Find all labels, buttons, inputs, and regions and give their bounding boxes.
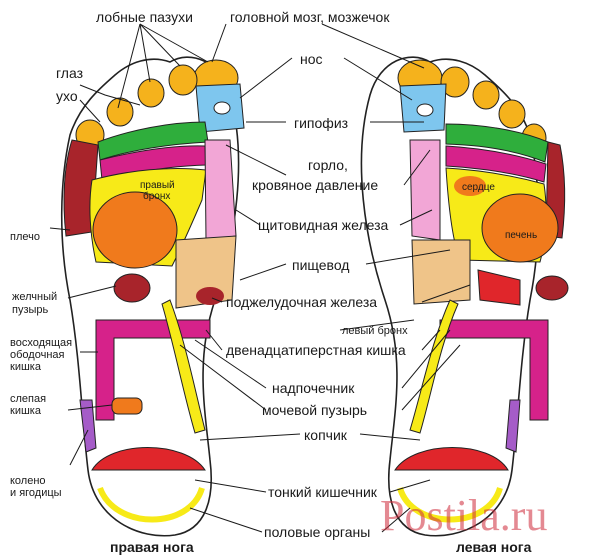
left-liver-zone xyxy=(482,194,558,262)
left-spleen-zone xyxy=(536,276,568,300)
duodenum-label: двенадцатиперстная кишка xyxy=(226,342,406,358)
left-throat-zone xyxy=(410,140,440,240)
brain-label: головной мозг, мозжечок xyxy=(230,9,390,25)
colon-label-3: кишка xyxy=(10,361,42,373)
shoulder-label: плечо xyxy=(10,231,40,243)
right-bronchus-label-2: бронх xyxy=(143,190,170,202)
left-bronchus-label: левый бронх xyxy=(342,325,408,337)
genitals-label: половые органы xyxy=(264,524,370,540)
ear-label: ухо xyxy=(56,88,78,104)
pancreas-label: поджелудочная железа xyxy=(226,294,377,310)
heart-label: сердце xyxy=(462,182,495,193)
left-toe-3 xyxy=(473,81,499,109)
right-throat-zone xyxy=(205,140,236,240)
thyroid-label: щитовидная железа xyxy=(258,217,389,233)
right-pituitary-spot xyxy=(214,102,230,114)
right-liver-zone xyxy=(93,192,177,268)
esophagus-label: пищевод xyxy=(292,257,349,273)
left-pituitary-spot xyxy=(417,104,433,116)
frontal-sinuses-label: лобные пазухи xyxy=(96,9,193,25)
right-toe-2 xyxy=(169,65,197,95)
coccyx-label: копчик xyxy=(304,427,348,443)
left-toe-4 xyxy=(499,100,525,128)
liver-label: печень xyxy=(505,230,537,241)
right-cecum xyxy=(112,398,142,414)
right-toe-3 xyxy=(138,79,164,107)
right-adrenal-zone xyxy=(196,287,224,305)
cecum-label-2: кишка xyxy=(10,405,42,417)
bladder-label: мочевой пузырь xyxy=(262,402,367,418)
small-intestine-label: тонкий кишечник xyxy=(268,484,378,500)
gallbladder-label-2: пузырь xyxy=(12,304,49,316)
watermark: Postila.ru xyxy=(380,491,547,540)
adrenal-label: надпочечник xyxy=(272,380,355,396)
pituitary-label: гипофиз xyxy=(294,115,348,131)
colon-label-1: восходящая xyxy=(10,337,72,349)
throat-label-1: горло, xyxy=(308,157,348,173)
cecum-label-1: слепая xyxy=(10,393,46,405)
left-stomach-zone xyxy=(412,240,470,304)
left-foot-title: левая нога xyxy=(456,539,532,555)
knee-label-1: колено xyxy=(10,475,46,487)
colon-label-2: ободочная xyxy=(10,349,65,361)
left-foot: сердце печень xyxy=(361,57,568,536)
gallbladder-label-1: желчный xyxy=(12,291,57,303)
knee-label-2: и ягодицы xyxy=(10,487,62,499)
right-foot: правый бронх xyxy=(62,57,244,536)
right-gallbladder-zone xyxy=(114,274,150,302)
right-foot-title: правая нога xyxy=(110,539,194,555)
eye-label: глаз xyxy=(56,65,83,81)
nose-label: нос xyxy=(300,51,323,67)
throat-label-2: кровяное давление xyxy=(252,177,378,193)
right-bronchus-label-1: правый xyxy=(140,180,175,191)
